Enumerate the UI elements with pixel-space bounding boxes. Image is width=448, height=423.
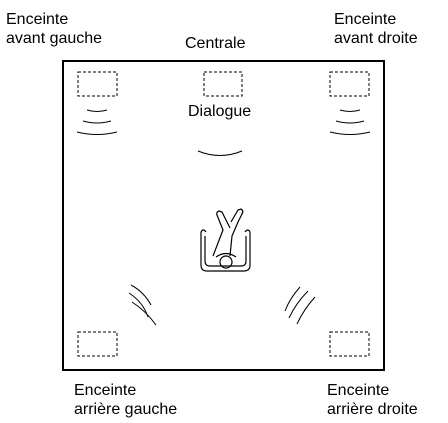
- rear-left-label-line1: Enceinte: [74, 382, 137, 399]
- rear-right-speaker: [329, 331, 370, 357]
- room-outline: [62, 60, 385, 371]
- front-left-label-line2: avant gauche: [6, 30, 103, 47]
- center-label: Centrale: [185, 35, 246, 52]
- rear-right-label-line1: Enceinte: [327, 382, 390, 399]
- front-left-speaker: [77, 71, 118, 97]
- rear-left-label: Enceinte arrière gauche: [74, 381, 177, 419]
- front-left-label-line1: Enceinte: [6, 11, 69, 28]
- center-speaker: [203, 71, 243, 97]
- front-right-speaker: [329, 71, 370, 97]
- rear-right-label: Enceinte arrière droite: [327, 381, 418, 419]
- rear-right-label-line2: arrière droite: [327, 401, 418, 418]
- front-left-label: Enceinte avant gauche: [6, 10, 102, 48]
- front-right-label-line2: avant droite: [334, 30, 418, 47]
- front-right-label-line1: Enceinte: [334, 11, 397, 28]
- front-left-sound-waves: [76, 109, 118, 135]
- rear-left-sound-waves: [128, 284, 157, 326]
- rear-left-speaker: [77, 331, 118, 357]
- rear-left-label-line2: arrière gauche: [74, 401, 178, 418]
- front-right-label: Enceinte avant droite: [334, 10, 418, 48]
- listener-in-chair-icon: [200, 208, 251, 272]
- rear-right-sound-waves: [284, 286, 316, 325]
- center-sound-wave: [197, 150, 243, 156]
- front-right-sound-waves: [329, 109, 371, 135]
- dialogue-label: Dialogue: [188, 103, 252, 120]
